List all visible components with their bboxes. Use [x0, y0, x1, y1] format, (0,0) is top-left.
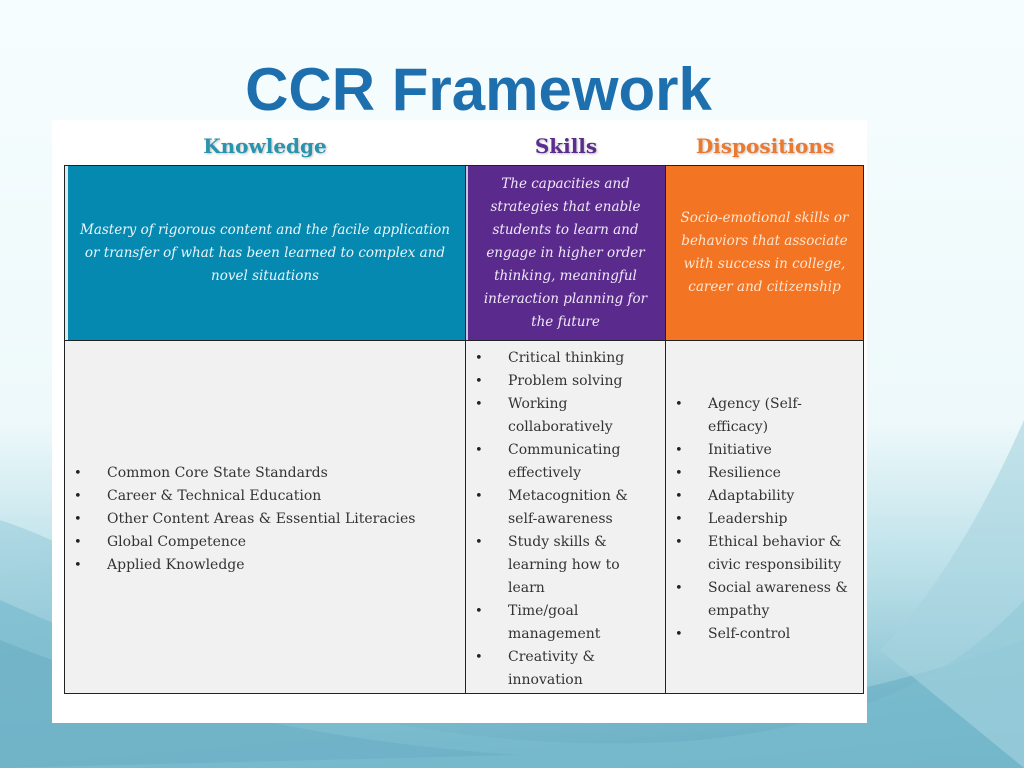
description-row: Mastery of rigorous content and the faci… [64, 165, 864, 341]
list-item: Problem solving [466, 370, 665, 393]
knowledge-description-cell: Mastery of rigorous content and the faci… [64, 165, 466, 341]
framework-image-panel: Knowledge Skills Dispositions Mastery of… [52, 120, 867, 723]
column-header-dispositions: Dispositions [695, 134, 835, 158]
dispositions-description: Socio-emotional skills or behaviors that… [680, 210, 849, 295]
column-header-knowledge: Knowledge [203, 134, 327, 158]
list-item: Metacognition & self-awareness [466, 485, 665, 531]
list-item: Career & Technical Education [65, 485, 465, 508]
skills-description: The capacities and strategies that enabl… [483, 175, 648, 330]
list-item: Ethical behavior & civic responsibility [666, 531, 863, 577]
skills-description-cell: The capacities and strategies that enabl… [465, 165, 666, 341]
list-item: Applied Knowledge [65, 554, 465, 577]
slide-title: CCR Framework [245, 56, 712, 123]
dispositions-items-cell: Agency (Self-efficacy) Initiative Resili… [665, 340, 864, 694]
list-item: Self-control [666, 623, 863, 646]
list-item: Communicating effectively [466, 439, 665, 485]
list-item: Resilience [666, 462, 863, 485]
list-item: Common Core State Standards [65, 462, 465, 485]
list-item: Adaptability [666, 485, 863, 508]
list-item: Time/goal management [466, 600, 665, 646]
list-item: Global Competence [65, 531, 465, 554]
list-item: Other Content Areas & Essential Literaci… [65, 508, 465, 531]
list-item: Critical thinking [466, 347, 665, 370]
list-item: Working collaboratively [466, 393, 665, 439]
skills-list: Critical thinking Problem solving Workin… [466, 342, 665, 692]
column-header-skills: Skills [534, 134, 598, 158]
knowledge-description: Mastery of rigorous content and the faci… [80, 221, 450, 284]
skills-items-cell: Critical thinking Problem solving Workin… [465, 340, 666, 694]
list-item: Agency (Self-efficacy) [666, 393, 863, 439]
dispositions-description-cell: Socio-emotional skills or behaviors that… [665, 165, 864, 341]
dispositions-list: Agency (Self-efficacy) Initiative Resili… [666, 388, 863, 646]
knowledge-items-cell: Common Core State Standards Career & Tec… [64, 340, 466, 694]
list-item: Study skills & learning how to learn [466, 531, 665, 600]
list-item: Creativity & innovation [466, 646, 665, 692]
items-row: Common Core State Standards Career & Tec… [64, 340, 864, 694]
framework-table: Mastery of rigorous content and the faci… [64, 165, 864, 694]
knowledge-list: Common Core State Standards Career & Tec… [65, 457, 465, 577]
list-item: Social awareness & empathy [666, 577, 863, 623]
list-item: Leadership [666, 508, 863, 531]
list-item: Initiative [666, 439, 863, 462]
